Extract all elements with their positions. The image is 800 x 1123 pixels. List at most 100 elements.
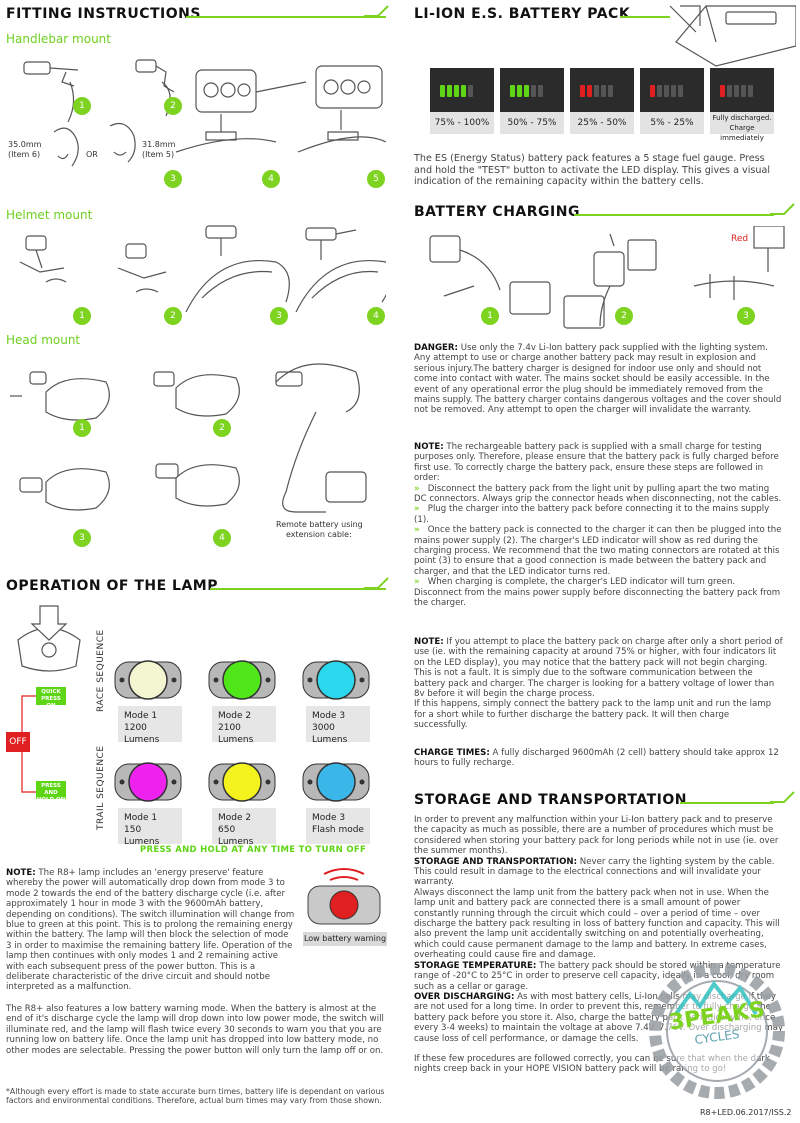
dealer-stamp-logo (649, 963, 785, 1099)
led-indicator (657, 85, 662, 97)
step-number: 4 (262, 170, 280, 188)
step-text: Disconnect the battery pack from the lig… (414, 483, 782, 505)
led-indicator (587, 85, 592, 97)
storage-transport-label: STORAGE AND TRANSPORTATION: (414, 856, 578, 867)
storage-final: If these few procedures are followed cor… (414, 1053, 770, 1075)
or-label: OR (86, 150, 98, 159)
helmet-label: Helmet mount (6, 208, 93, 222)
remote-caption-2: extension cable: (286, 530, 352, 539)
step-text: When charging is complete, the charger's… (414, 577, 781, 609)
led-indicator (650, 85, 655, 97)
step-number: 2 (164, 307, 182, 325)
red-label: Red (731, 234, 749, 244)
storage-temp-label: STORAGE TEMPERATURE: (414, 960, 537, 971)
note1-paragraph: NOTE: The rechargeable battery pack is s… (414, 442, 784, 609)
operation-title: OPERATION OF THE LAMP (6, 578, 218, 594)
es-description: The ES (Energy Status) battery pack feat… (414, 153, 770, 188)
helmet-illustrations (19, 225, 386, 313)
title-rule (574, 214, 774, 216)
corner-rule (364, 577, 389, 589)
battery-title: LI-ION E.S. BATTERY PACK (414, 6, 631, 22)
step-number: 3 (164, 170, 182, 188)
led-indicator (510, 85, 515, 97)
step-number: 1 (481, 307, 499, 325)
press-hold-badge: PRESS AND HOLD ON (36, 781, 66, 803)
led-indicator (734, 85, 739, 97)
doc-reference: R8+LED.06.2017/ISS.2 (700, 1108, 792, 1117)
led-indicator (678, 85, 683, 97)
list-item: » Plug the charger into the battery pack… (414, 504, 770, 525)
trail-sequence-label: TRAIL SEQUENCE (96, 745, 106, 830)
led-indicator (454, 85, 459, 97)
handlebar-label: Handlebar mount (6, 32, 111, 46)
turn-off-instruction: PRESS AND HOLD AT ANY TIME TO TURN OFF (140, 845, 367, 855)
step-number: 4 (213, 529, 231, 547)
led-indicator (524, 85, 529, 97)
mode-name: Mode 3 (312, 813, 346, 823)
storage-paragraph: In order to prevent any malfunction with… (414, 815, 784, 1075)
storage-intro: In order to prevent any malfunction with… (414, 815, 779, 857)
list-item: » When charging is complete, the charger… (414, 577, 781, 609)
led-indicator (447, 85, 452, 97)
fuel-level-label: 5% - 25% (640, 112, 704, 134)
storage-transport-text: Never carry the lighting system by the c… (414, 856, 775, 888)
mode-lamp-icon (302, 660, 370, 700)
danger-text: Use only the 7.4v Li-Ion battery pack su… (414, 343, 782, 416)
led-indicator (727, 85, 732, 97)
mode-name: Mode 2 (218, 813, 252, 823)
mode-lumens: Flash mode (312, 825, 364, 835)
led-indicator (664, 85, 669, 97)
low-battery-label: Low battery warning (303, 932, 387, 946)
size-35-item: (Item 6) (8, 150, 41, 159)
led-indicator (748, 85, 753, 97)
led-indicator (594, 85, 599, 97)
step-number: 1 (73, 307, 91, 325)
note-text: The R8+ lamp includes an 'energy preserv… (6, 868, 295, 993)
off-badge: OFF (6, 732, 30, 752)
handlebar-illustrations (23, 59, 386, 167)
note-label: NOTE: (6, 868, 36, 878)
fuel-level-label: 75% - 100% (430, 112, 494, 134)
step-number: 1 (73, 97, 91, 115)
footnote: *Although every effort is made to state … (6, 1087, 385, 1106)
led-indicator (608, 85, 613, 97)
mode-name: Mode 3 (312, 711, 346, 721)
mode-lumens: 1200 Lumens (124, 723, 160, 745)
mode-label: Mode 3 3000 Lumens (306, 706, 370, 745)
step-number: 1 (73, 419, 91, 437)
led-indicator (461, 85, 466, 97)
battery-pack-illustration (669, 5, 796, 67)
step-number: 3 (737, 307, 755, 325)
storage-p2: Always disconnect the lamp unit from the… (414, 887, 780, 961)
led-indicator (580, 85, 585, 97)
quick-press-badge: QUICK PRESS ON (36, 687, 66, 709)
note-paragraph-2: The R8+ also features a low battery warn… (6, 1004, 384, 1056)
note2-text-2: If this happens, simply connect the batt… (414, 699, 772, 731)
list-item: » Disconnect the battery pack from the l… (414, 483, 782, 505)
mode-lamp-icon (114, 660, 182, 700)
danger-paragraph: DANGER: Use only the 7.4v Li-Ion battery… (414, 343, 784, 416)
charge-times-label: CHARGE TIMES: (414, 748, 490, 758)
led-indicator (741, 85, 746, 97)
size-31-item: (Item 5) (142, 150, 175, 159)
danger-label: DANGER: (414, 343, 458, 353)
head-label: Head mount (6, 333, 81, 347)
mode-lamp-icon (208, 660, 276, 700)
mode-lamp-icon (208, 762, 276, 802)
low-battery-icon (307, 868, 381, 925)
mode-lumens: 150 Lumens (124, 825, 160, 847)
note2-text: If you attempt to place the battery pack… (414, 637, 783, 700)
led-indicator (671, 85, 676, 97)
over-label: OVER DISCHARGING: (414, 991, 515, 1002)
fuel-level-label: Fully discharged.Charge immediately (710, 112, 774, 142)
head-illustrations (10, 363, 367, 513)
mode-lumens: 3000 Lumens (312, 723, 348, 745)
mode-lamp-icon (114, 762, 182, 802)
note2-paragraph: NOTE: If you attempt to place the batter… (414, 637, 784, 731)
step-number: 2 (213, 419, 231, 437)
charge-times-paragraph: CHARGE TIMES: A fully discharged 9600mAh… (414, 748, 784, 769)
